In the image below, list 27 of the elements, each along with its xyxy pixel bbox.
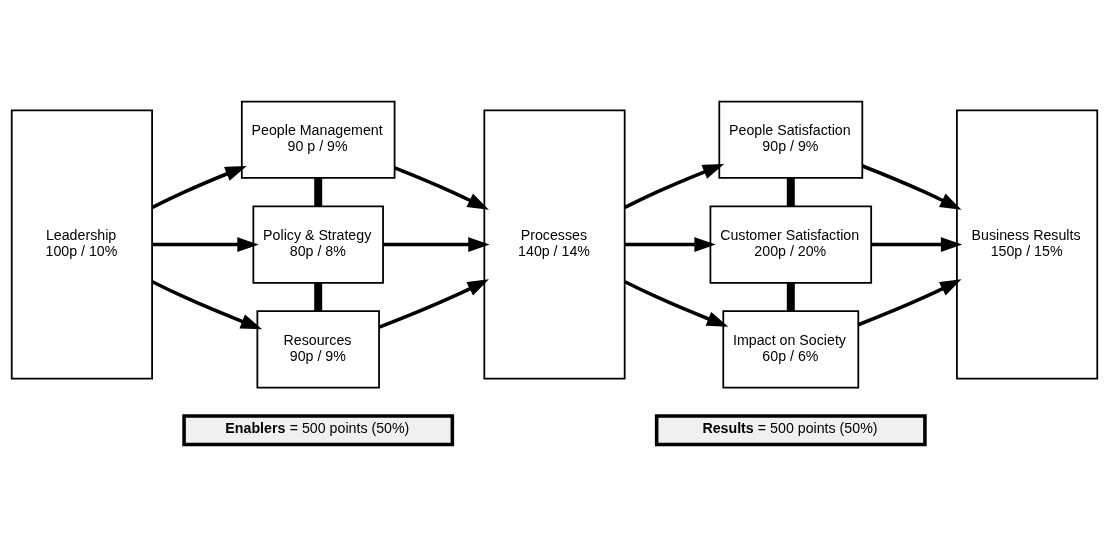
node-box: Leadership 100p / 10% — [10, 109, 153, 380]
node-box: Processes 140p / 14% — [483, 109, 626, 380]
arrow — [152, 237, 259, 253]
arrow — [378, 279, 489, 329]
node-box: Business Results 150p / 15% — [956, 109, 1099, 380]
connector — [314, 178, 323, 207]
node-box: Impact on Society 60p / 6% — [722, 310, 860, 389]
arrow — [861, 164, 962, 210]
arrow — [151, 165, 247, 209]
arrow — [624, 164, 725, 209]
connector — [786, 178, 795, 207]
node-box: Customer Satisfaction 200p / 20% — [709, 205, 873, 284]
node-box: Policy & Strategy 80p / 8% — [252, 205, 384, 284]
node-box: Resources 90p / 9% — [256, 310, 380, 389]
arrow — [394, 166, 489, 210]
arrow — [624, 280, 729, 327]
node-box: Enablers = 500 points (50%) — [182, 414, 455, 447]
connector — [786, 282, 795, 311]
arrow — [383, 237, 490, 253]
connector — [314, 282, 323, 311]
arrow — [857, 279, 962, 327]
arrow — [624, 237, 716, 253]
node-box: People Management 90 p / 9% — [240, 100, 396, 179]
node-box: Results = 500 points (50%) — [654, 414, 927, 447]
arrow — [151, 280, 263, 330]
node-box: People Satisfaction 90p / 9% — [718, 100, 864, 179]
arrow — [871, 237, 963, 253]
